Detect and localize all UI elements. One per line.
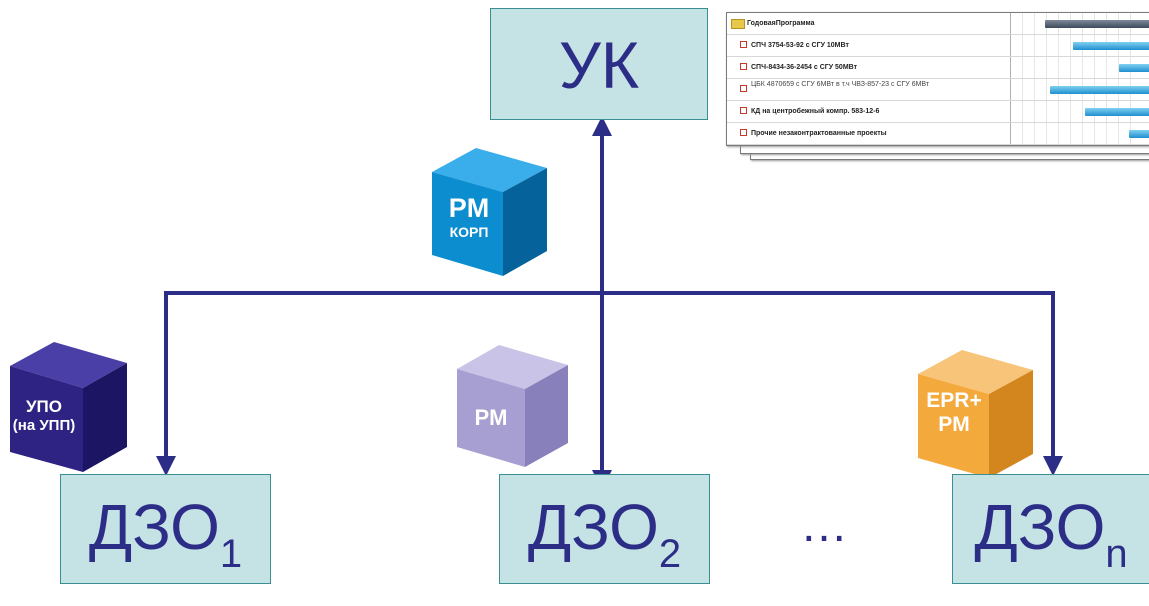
node-dzo-1-label: ДЗО [88,491,220,563]
gantt-row: СПЧ-8434-36-2454 с СГУ 50МВт [727,57,1149,79]
gantt-bar [1129,130,1149,138]
gantt-row: КД на центробежный компр. 583-12-6 [727,101,1149,123]
gantt-bar [1119,64,1149,72]
gantt-row: СПЧ 3754-53-92 с СГУ 10МВт [727,35,1149,57]
gantt-row-label: ГодоваяПрограмма [747,20,815,27]
gantt-row-label: КД на центробежный компр. 583-12-6 [751,108,880,115]
cube-upo-subtitle: (на УПП) [12,416,76,434]
cube-epr-pm [918,350,1033,478]
gantt-row-label: Прочие незаконтрактованные проекты [751,130,887,137]
node-uk: УК [490,8,708,120]
gantt-row-label: СПЧ 3754-53-92 с СГУ 10МВт [751,42,849,49]
node-dzo-2-subscript: 2 [658,532,682,576]
cube-pm [457,345,568,467]
node-dzo-n-subscript: n [1105,532,1128,576]
gantt-row-label: ЦБК 4870659 с СГУ 6МВт в т.ч ЧВЗ-857-23 … [751,81,930,88]
cube-pm-title: PM [474,405,508,430]
task-icon [740,129,747,136]
gantt-bar [1085,108,1149,116]
node-dzo-n: ДЗОn [952,474,1149,584]
task-icon [740,107,747,114]
cube-pm-corp-label: PM КОРП [438,193,500,240]
cube-pm-label: PM [458,405,524,430]
gantt-sheet-front: ГодоваяПрограмма СПЧ 3754-53-92 с СГУ 10… [726,12,1149,146]
cube-pm-corp-subtitle: КОРП [449,224,489,241]
gantt-row-label: СПЧ-8434-36-2454 с СГУ 50МВт [751,64,858,71]
gantt-row: ЦБК 4870659 с СГУ 6МВт в т.ч ЧВЗ-857-23 … [727,79,1149,101]
gantt-bar [1050,86,1149,94]
node-uk-label: УК [558,28,640,102]
cube-upo [10,342,127,472]
gantt-bar [1045,20,1149,28]
node-dzo-2-label: ДЗО [527,491,659,563]
cube-upo-title: УПО [25,397,63,416]
ellipsis: … [800,499,850,552]
folder-icon [731,19,745,29]
cube-pm-corp-title: PM [448,193,490,223]
gantt-row: ГодоваяПрограмма [727,13,1149,35]
node-dzo-2: ДЗО2 [499,474,710,584]
gantt-row: Прочие незаконтрактованные проекты [727,123,1149,145]
cube-epr-pm-title: EPR+ [926,389,982,412]
diagram-canvas [10,116,1063,490]
node-dzo-n-label: ДЗО [974,491,1106,563]
node-dzo-1: ДЗО1 [60,474,271,584]
cube-epr-pm-label: EPR+ PM [916,389,992,437]
task-icon [740,85,747,92]
gantt-thumbnail: ГодоваяПрограмма СПЧ 3754-53-92 с СГУ 10… [716,8,1149,160]
cube-upo-label: УПО (на УПП) [2,397,86,434]
task-icon [740,63,747,70]
task-icon [740,41,747,48]
cube-epr-pm-subtitle: PM [938,413,970,437]
gantt-bar [1073,42,1149,50]
cube-pm-corp [432,148,547,276]
node-dzo-1-subscript: 1 [219,532,243,576]
